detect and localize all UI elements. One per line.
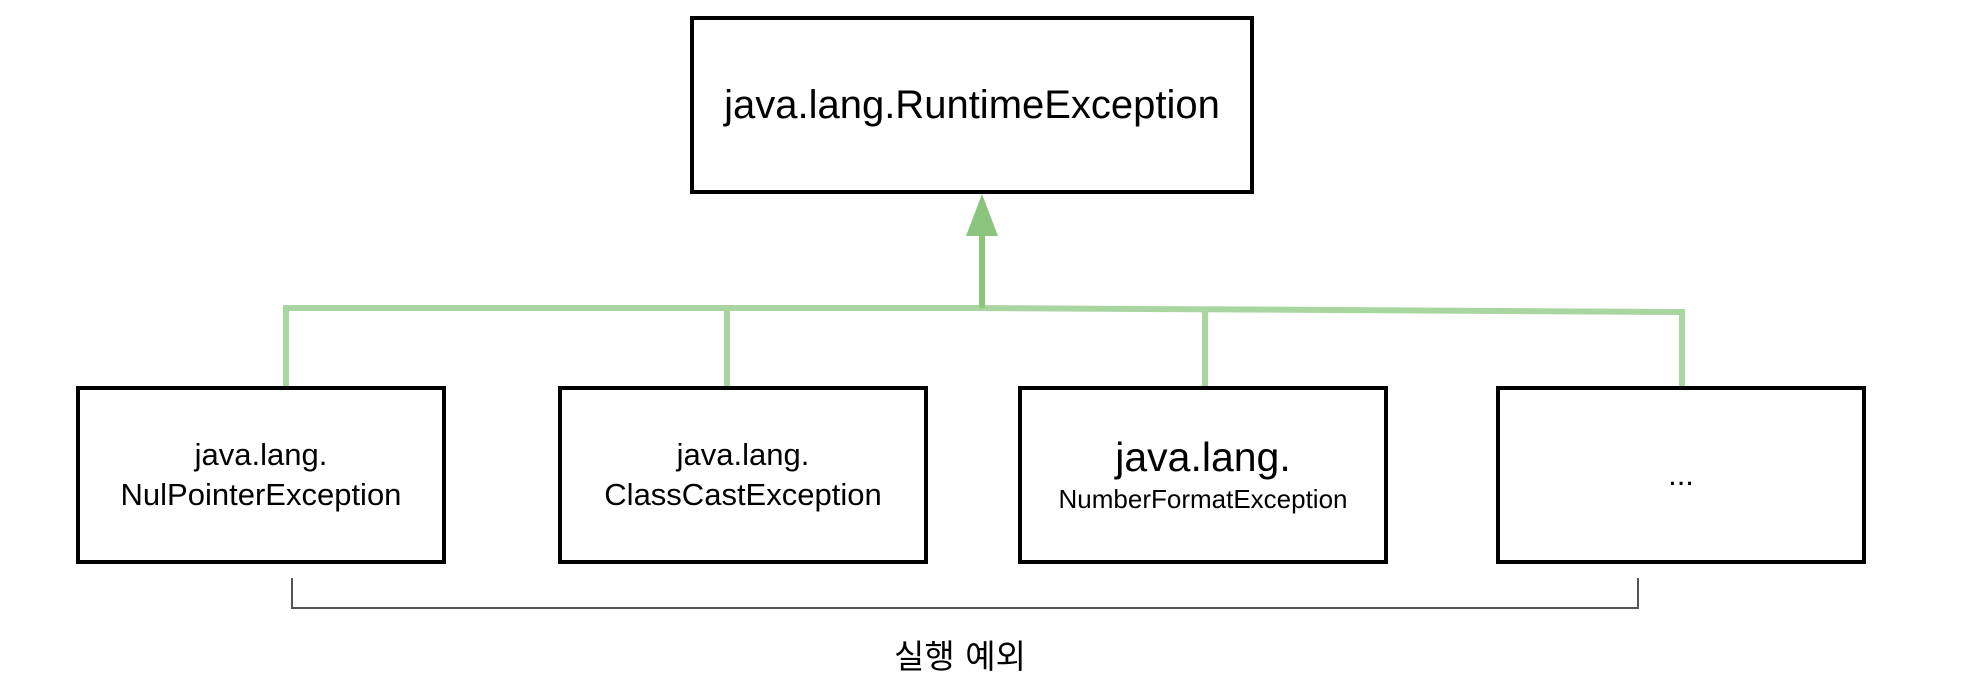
group-caption: 실행 예외 — [894, 637, 1026, 676]
class-cast-exception-box: java.lang. ClassCastException — [558, 386, 928, 564]
group-bracket — [291, 578, 1639, 609]
inheritance-bus-line — [286, 305, 1683, 315]
child-package-label: java.lang. — [1115, 434, 1291, 480]
child-package-label: java.lang. — [194, 437, 328, 472]
child-class-label: NulPointerException — [120, 477, 402, 512]
null-pointer-exception-box: java.lang. NulPointerException — [76, 386, 446, 564]
child-package-label: java.lang. — [676, 437, 810, 472]
child-class-label: ClassCastException — [604, 477, 882, 512]
runtime-exception-label: java.lang.RuntimeException — [724, 82, 1220, 127]
more-exceptions-box: ... — [1496, 386, 1866, 564]
inheritance-arrow-head — [966, 194, 998, 236]
ellipsis-label: ... — [1668, 457, 1694, 492]
child-class-label: NumberFormatException — [1058, 484, 1348, 514]
number-format-exception-box: java.lang. NumberFormatException — [1018, 386, 1388, 564]
runtime-exception-box: java.lang.RuntimeException — [690, 16, 1254, 194]
